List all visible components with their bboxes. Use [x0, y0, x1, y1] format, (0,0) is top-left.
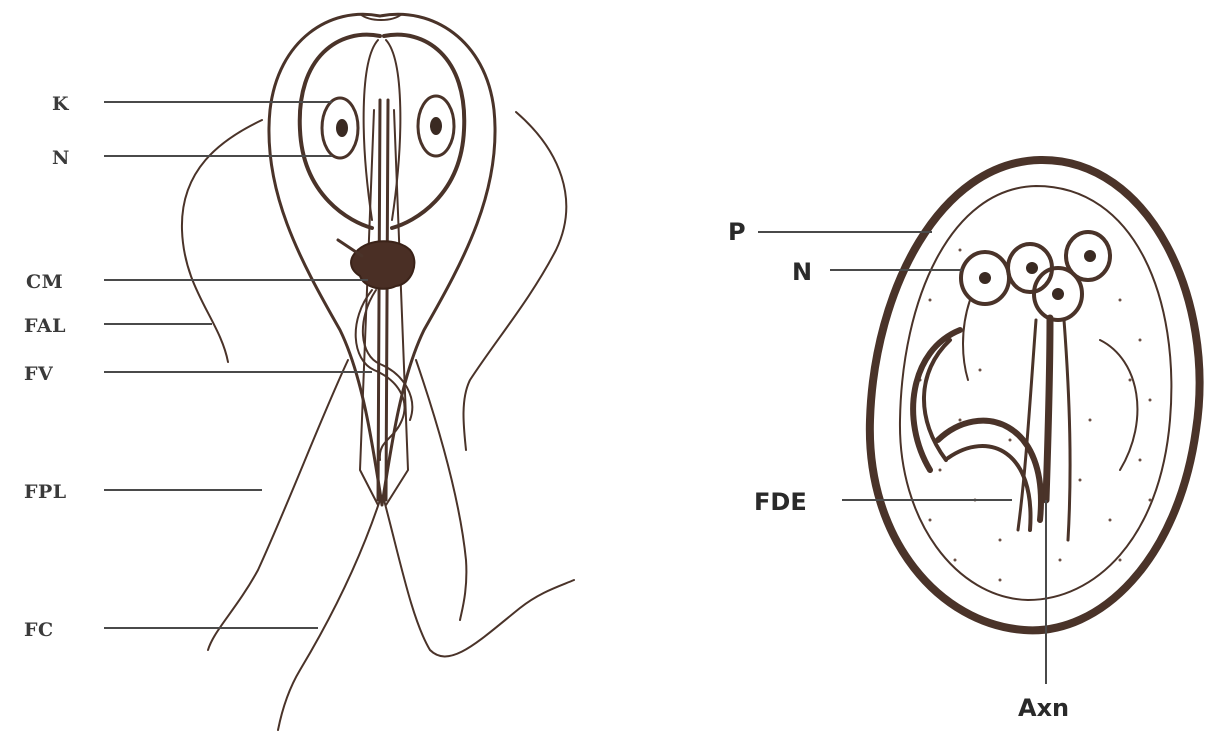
caudal-flagellum-right — [384, 500, 574, 656]
label-cm: CM — [26, 271, 63, 293]
label-p: P — [728, 218, 746, 246]
posterior-lateral-flagellum-right — [416, 360, 466, 620]
label-fal: FAL — [24, 315, 66, 337]
label-fc: FC — [24, 619, 54, 641]
label-n-left: N — [52, 147, 70, 169]
caudal-flagellum-left — [278, 500, 380, 730]
median-body-spur — [338, 240, 362, 256]
label-n-right: N — [792, 258, 812, 286]
axoneme-outer-left — [360, 110, 378, 505]
axoneme-outer-right — [386, 110, 408, 505]
label-k: K — [52, 93, 70, 115]
karyosome-left — [336, 119, 348, 137]
label-fde: FDE — [754, 488, 807, 516]
cyst-karyosome-4 — [1052, 288, 1064, 300]
cyst-fragment-5 — [1100, 340, 1137, 470]
cyst-axoneme-2 — [1018, 320, 1036, 530]
label-fpl: FPL — [24, 481, 67, 503]
median-bodies — [351, 241, 414, 289]
cyst-fragment-6 — [963, 300, 970, 380]
label-axn: Axn — [1018, 694, 1069, 722]
label-fv: FV — [24, 363, 54, 385]
karyosome-right — [430, 117, 442, 135]
cyst-axoneme-3 — [1064, 320, 1070, 540]
axoneme-left — [378, 100, 380, 500]
posterior-lateral-flagellum-left — [208, 360, 348, 650]
cyst-axoneme — [1046, 318, 1050, 500]
cyst-karyosome-3 — [1084, 250, 1096, 262]
cyst-wall — [870, 160, 1200, 630]
cyst-karyosome-2 — [1026, 262, 1038, 274]
anterior-lateral-flagellum-right — [464, 112, 567, 450]
cyst-figure — [870, 160, 1200, 630]
cyst-karyosome-1 — [979, 272, 991, 284]
cyst-inner-membrane — [900, 186, 1171, 600]
